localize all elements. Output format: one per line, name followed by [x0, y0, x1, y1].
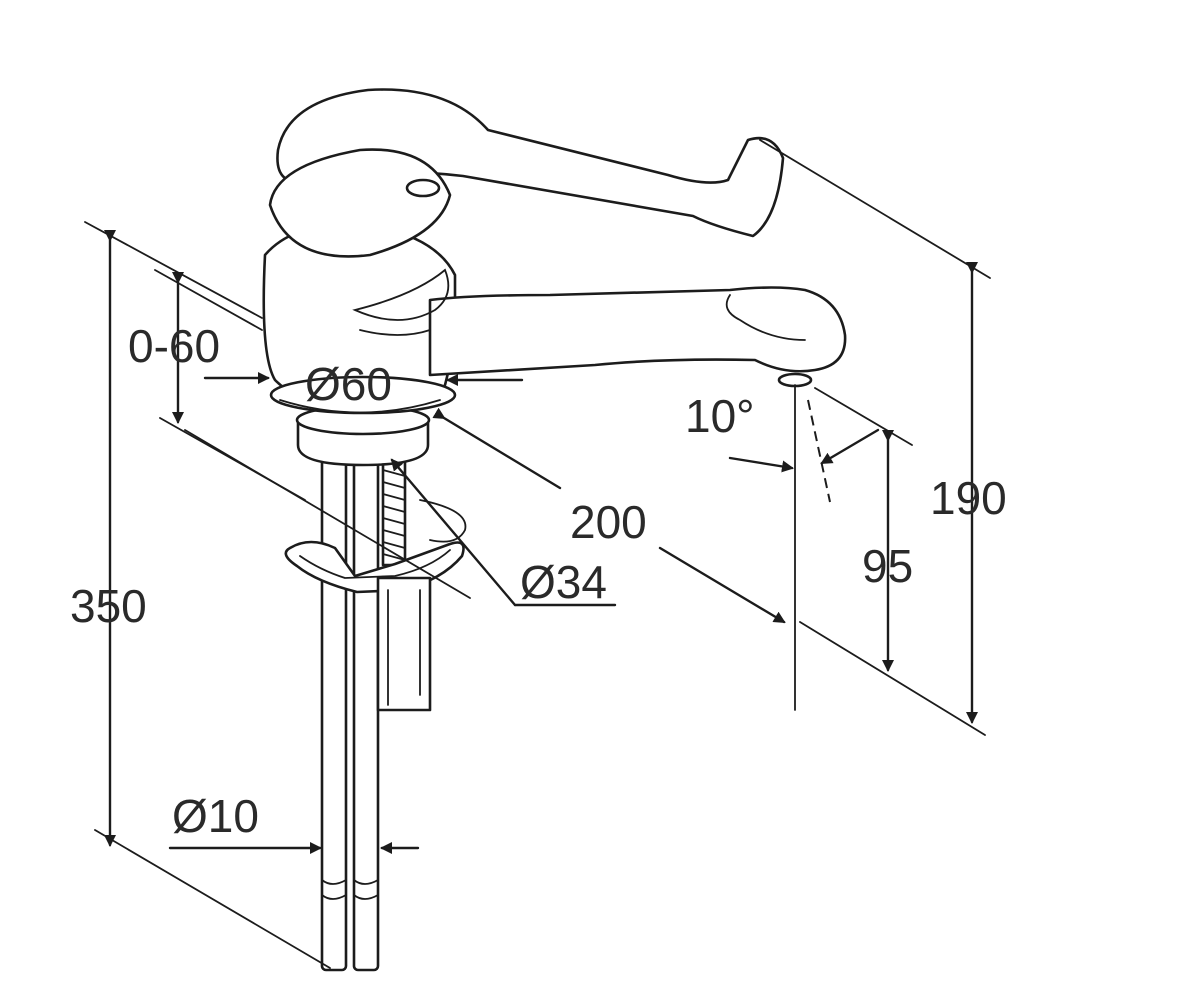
faucet-illustration	[262, 88, 847, 972]
mounting-bracket	[284, 499, 467, 712]
label-overall-height: 190	[930, 472, 1007, 524]
leader-angle-right	[820, 428, 880, 465]
label-spout-reach: 200	[570, 496, 647, 548]
extension-line-200-right	[799, 621, 986, 736]
label-hose-diameter: Ø10	[172, 790, 259, 842]
extension-line-bottom-350	[94, 829, 331, 969]
dimension-line-200-a	[432, 407, 562, 490]
label-outlet-angle: 10°	[685, 390, 755, 442]
label-deck-thickness: 0-60	[128, 320, 220, 372]
supply-hoses	[320, 453, 380, 972]
dimension-lines	[84, 139, 991, 969]
leader-angle-left	[728, 456, 794, 473]
spout	[428, 286, 847, 388]
extension-line-top-350	[84, 221, 263, 319]
label-shank-diameter: Ø34	[520, 556, 607, 608]
dimension-labels: 0-60 Ø60 350 Ø34 200 10° 95 190 Ø10	[70, 320, 1007, 842]
outlet-angle-line	[807, 399, 831, 503]
leader-shank	[390, 458, 517, 607]
extension-line-190-top	[759, 139, 991, 279]
extension-line-200-left	[184, 429, 471, 599]
lever-handle	[268, 88, 785, 336]
label-base-diameter: Ø60	[305, 358, 392, 410]
label-total-length: 350	[70, 580, 147, 632]
extension-line-95	[814, 387, 913, 446]
label-outlet-height: 95	[862, 540, 913, 592]
dimension-line-200-b	[658, 546, 786, 624]
base-collar	[295, 404, 431, 467]
